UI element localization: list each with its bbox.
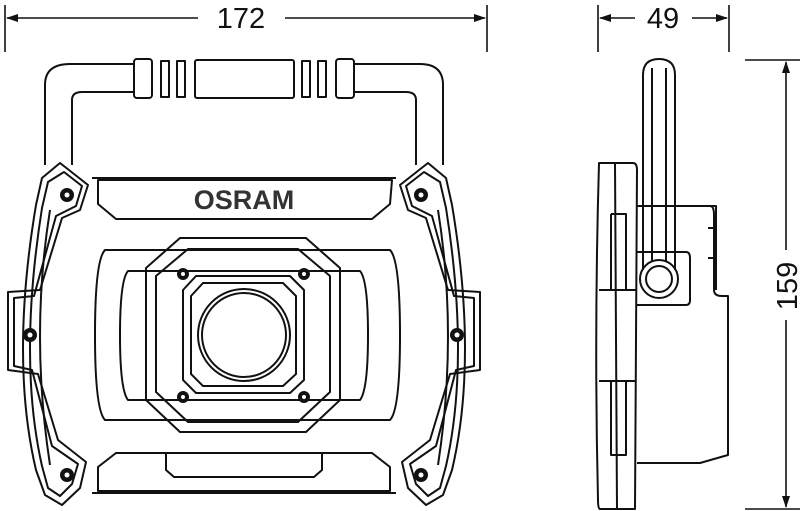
dimension-width-label: 172 <box>217 3 265 35</box>
screws <box>23 188 464 482</box>
front-view: OSRAM <box>7 58 481 506</box>
dimension-width: 172 <box>4 3 488 52</box>
osram-logo: OSRAM <box>194 185 295 215</box>
dimension-height-label: 159 <box>772 262 800 310</box>
dimension-depth: 49 <box>597 3 730 52</box>
dimension-height: 159 <box>745 59 800 510</box>
side-handle <box>639 58 679 299</box>
dimension-depth-label: 49 <box>647 3 679 35</box>
side-view <box>595 58 729 510</box>
handle-grip <box>133 58 355 99</box>
